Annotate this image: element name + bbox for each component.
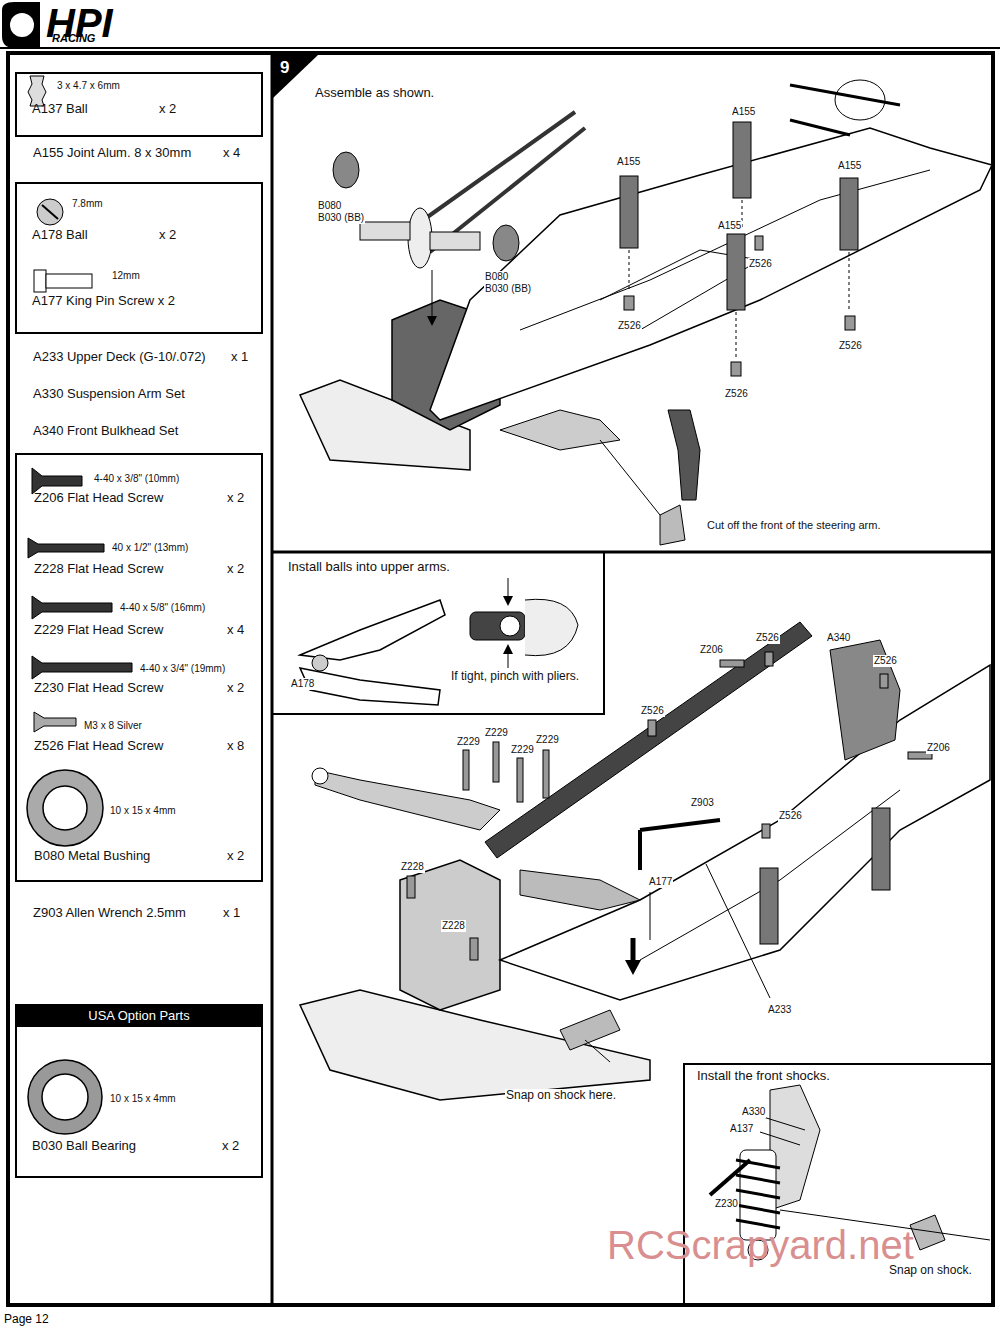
- callout-label: B080: [317, 200, 342, 212]
- callout-label: Z526: [748, 258, 773, 270]
- page-text: RCScrapyard.net: [607, 1222, 914, 1268]
- part-text: B030 Ball Bearing: [32, 1139, 136, 1154]
- callout-label: Z526: [640, 705, 665, 717]
- callout-label: A330: [741, 1106, 766, 1118]
- callout-label: B030 (BB): [317, 212, 365, 224]
- part-text: 10 x 15 x 4mm: [110, 1093, 176, 1105]
- part-text: 4-40 x 5/8" (16mm): [120, 602, 205, 614]
- part-text: x 2: [227, 849, 244, 864]
- part-text: x 2: [227, 491, 244, 506]
- callout-label: Z228: [400, 861, 425, 873]
- callout-label: Snap on shock here.: [505, 1089, 617, 1103]
- parts-panel: 4-40 x 3/8" (10mm) Z206 Flat Head Screw x …: [15, 453, 263, 882]
- part-text: B080 Metal Bushing: [34, 849, 150, 864]
- callout-label: B080: [484, 271, 509, 283]
- callout-label: A155: [837, 160, 862, 172]
- part-text: 12mm: [112, 270, 140, 282]
- part-text: Z229 Flat Head Screw: [34, 623, 163, 638]
- callout-label: A178: [290, 678, 315, 690]
- part-text: Z230 Flat Head Screw: [34, 681, 163, 696]
- callout-label: A340: [826, 632, 851, 644]
- callout-label: Z229: [510, 744, 535, 756]
- part-text: 3 x 4.7 x 6mm: [57, 80, 120, 92]
- callout-label: B030 (BB): [484, 283, 532, 295]
- page-text: x 1: [230, 350, 249, 365]
- callout-label: Z526: [873, 655, 898, 667]
- part-text: Z206 Flat Head Screw: [34, 491, 163, 506]
- parts-panel: 7.8mmA178 Ball x 2 12mmA177 King Pin Screw…: [15, 182, 263, 334]
- part-text: x 2: [159, 102, 176, 117]
- part-text: 4-40 x 3/8" (10mm): [94, 473, 179, 485]
- parts-panel: USA Option Parts 10 x 15 x 4mmB030 Ball B…: [15, 1004, 263, 1178]
- callout-label: A155: [717, 220, 742, 232]
- callout-label: Z206: [926, 742, 951, 754]
- callout-label: Cut off the front of the steering arm.: [706, 519, 881, 532]
- callout-label: A155: [616, 156, 641, 168]
- part-text: 40 x 1/2" (13mm): [112, 542, 188, 554]
- page-text: A330 Suspension Arm Set: [32, 387, 186, 402]
- page-text: x 1: [222, 906, 241, 921]
- callout-label: Z229: [456, 736, 481, 748]
- part-text: Install the front shocks.: [697, 1069, 830, 1084]
- part-text: 7.8mm: [72, 198, 103, 210]
- parts-panel: 9Assemble as shown.: [273, 55, 993, 552]
- part-text: Z228 Flat Head Screw: [34, 562, 163, 577]
- callout-label: A233: [767, 1004, 792, 1016]
- part-text: Install balls into upper arms.: [288, 560, 450, 575]
- part-text: Assemble as shown.: [315, 86, 434, 101]
- part-text: x 2: [159, 228, 176, 243]
- callout-label: A137: [729, 1123, 754, 1135]
- page-text: Page 12: [4, 1313, 49, 1327]
- page-text: A233 Upper Deck (G-10/.072): [32, 350, 207, 365]
- callout-label: Z228: [441, 920, 466, 932]
- part-text: x 8: [227, 739, 244, 754]
- part-text: x 2: [227, 562, 244, 577]
- callout-label: A177: [648, 876, 673, 888]
- part-text: Z526 Flat Head Screw: [34, 739, 163, 754]
- callout-label: A155: [731, 106, 756, 118]
- part-text: A137 Ball: [32, 102, 88, 117]
- part-text: x 2: [222, 1139, 239, 1154]
- callout-label: Z526: [778, 810, 803, 822]
- part-text: 4-40 x 3/4" (19mm): [140, 663, 225, 675]
- callout-label: Z229: [535, 734, 560, 746]
- callout-label: Z526: [724, 388, 749, 400]
- callout-label: Z526: [755, 632, 780, 644]
- page-text: RACING: [52, 32, 95, 45]
- part-text: A177 King Pin Screw x 2: [32, 294, 175, 309]
- callout-label: Z526: [838, 340, 863, 352]
- parts-panel: Install balls into upper arms. If tight, …: [273, 552, 605, 715]
- part-text: x 4: [227, 623, 244, 638]
- part-text: USA Option Parts: [17, 1006, 261, 1027]
- part-text: 10 x 15 x 4mm: [110, 805, 176, 817]
- part-text: A178 Ball: [32, 228, 88, 243]
- page-text: x 4: [222, 146, 241, 161]
- page-text: A340 Front Bulkhead Set: [32, 424, 179, 439]
- parts-panel: 3 x 4.7 x 6mmA137 Ball x 2: [15, 72, 263, 137]
- part-text: x 2: [227, 681, 244, 696]
- callout-label: Z206: [699, 644, 724, 656]
- callout-label: Z230: [714, 1198, 739, 1210]
- callout-label: Z526: [617, 320, 642, 332]
- callout-label: Z229: [484, 727, 509, 739]
- part-text: M3 x 8 Silver: [84, 720, 142, 732]
- page-text: Z903 Allen Wrench 2.5mm: [32, 906, 187, 921]
- page-text: A155 Joint Alum. 8 x 30mm: [32, 146, 192, 161]
- callout-label: Z903: [690, 797, 715, 809]
- part-text: If tight, pinch with pliers.: [451, 670, 579, 684]
- part-text: 9: [280, 58, 289, 78]
